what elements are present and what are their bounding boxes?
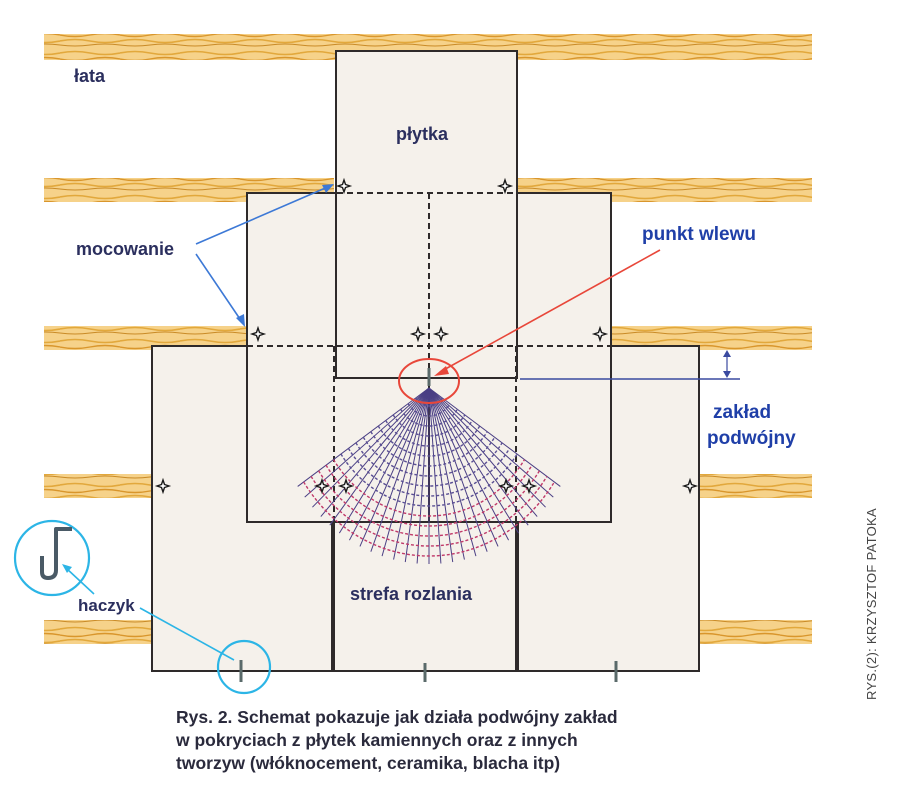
hook-detail-circle [13,519,91,597]
spread-ray [370,387,430,552]
fastening-mark [591,325,609,343]
label-lata: łata [74,66,106,86]
spread-ray [428,387,561,487]
haczyk-pointer-up [65,567,95,595]
spread-arc [377,425,481,457]
spread-arc [370,431,488,467]
haczyk-arrow-head [62,564,72,573]
batten-5-left [44,620,154,644]
figure-caption: Rys. 2. Schemat pokazuje jak działa podw… [176,706,736,775]
spread-ray [428,387,477,557]
label-mocowanie: mocowanie [76,239,174,259]
overlap-arrow-up [723,350,731,357]
fastening-mark [154,477,172,495]
spread-arc [407,403,451,417]
fastening-mark [497,477,515,495]
hooks [239,660,618,682]
spread-arc [414,397,444,407]
hook-icon [40,527,72,580]
pour-point-pointer [439,249,661,373]
spread-ray [428,387,488,552]
spread-arc [355,442,503,487]
caption-line-3: tworzyw (włóknocement, ceramika, blacha … [176,753,561,773]
label-zaklad: zakład [713,402,771,423]
spread-ray [416,387,430,564]
spread-arc [340,453,518,507]
caption-line-1: Rys. 2. Schemat pokazuje jak działa podw… [176,707,618,727]
fastening-mark [313,477,331,495]
fastening-marks [154,177,699,495]
label-strefa-rozlania: strefa rozlania [350,584,473,604]
label-haczyk: haczyk [78,596,135,615]
pour-point-circle [398,358,460,404]
spread-ray [359,387,430,547]
caption-line-2: w pokryciach z płytek kamiennych oraz z … [176,730,578,750]
fastening-mark [520,477,538,495]
fastening-mark [335,177,353,195]
spread-arc [362,436,496,477]
batten-5-right [700,620,812,644]
spread-arc [347,448,511,497]
hidden-edges [247,192,611,522]
batten-4-right [700,474,812,498]
spread-arc [325,464,533,527]
spread-ray [320,387,430,517]
spread-arc [385,420,473,447]
mocowanie-pointers [195,184,334,327]
spread-ray [428,387,529,526]
hook-detail-circle-small [216,639,272,695]
tiles [151,50,700,672]
batten-4-left [44,474,154,498]
pour-point-arrow-head [434,366,449,376]
label-plytka: płytka [396,124,449,144]
label-podwojny: podwójny [707,428,796,449]
tile-top [335,50,518,379]
fastening-mark [681,477,699,495]
label-punkt-wlewu: punkt wlewu [642,224,756,245]
fastening-mark [337,477,355,495]
spread-arc [303,481,555,557]
haczyk-pointer [139,607,235,661]
spread-zone [297,387,561,564]
battens [44,34,812,644]
overlap-arrow-down [723,371,731,378]
spread-arc [392,414,466,437]
fastening-mark [409,325,427,343]
image-credit: RYS.(2): KRZYSZTOF PATOKA [864,508,879,700]
spread-arc [310,475,548,547]
fastening-mark [249,325,267,343]
fastening-mark [432,325,450,343]
fastening-mark [496,177,514,195]
